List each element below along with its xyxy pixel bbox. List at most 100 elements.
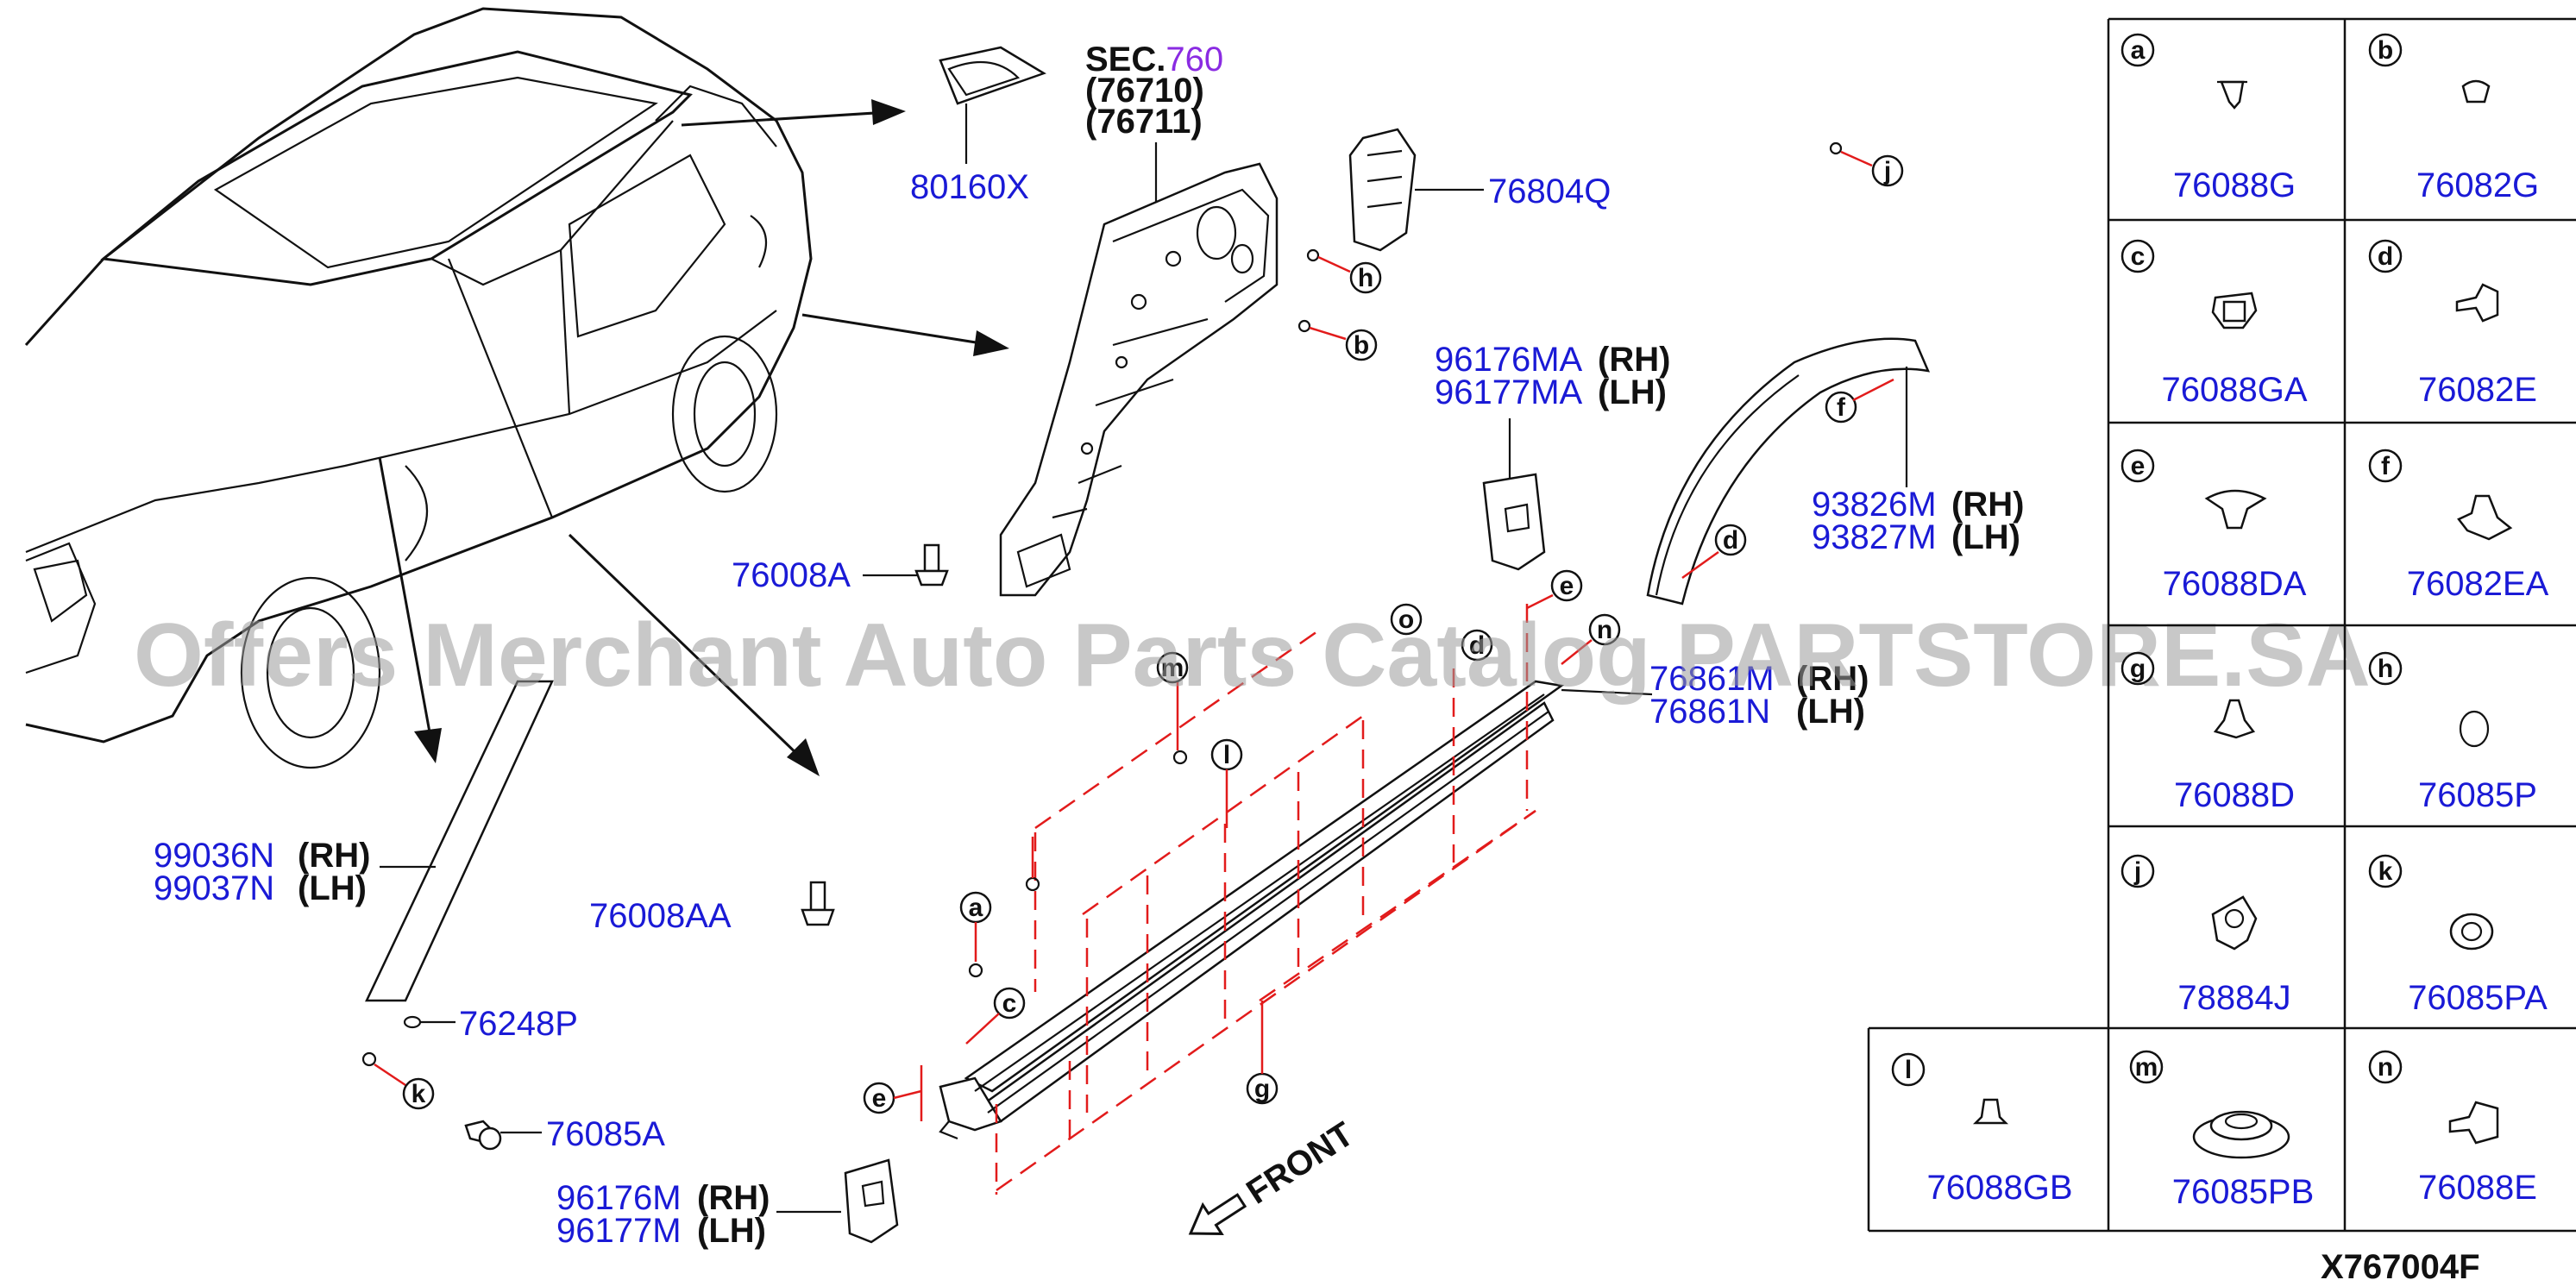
pillar-garnish-illustration <box>365 680 554 1002</box>
svg-text:76085PA: 76085PA <box>2408 979 2548 1017</box>
svg-text:76088E: 76088E <box>2418 1169 2537 1207</box>
callout-96176ma[interactable]: 96176MA <box>1435 341 1583 379</box>
clip-k-marker <box>361 1051 406 1087</box>
svg-text:m: m <box>1161 654 1184 682</box>
svg-text:h: h <box>2378 655 2393 683</box>
legend-cell-n[interactable]: n 76088E <box>2368 1050 2537 1207</box>
svg-text:e: e <box>2131 452 2146 480</box>
svg-text:f: f <box>1837 393 1846 422</box>
svg-text:o: o <box>1398 605 1414 634</box>
legend-cell-a[interactable]: a 76088G <box>2120 33 2296 204</box>
callout-99037n[interactable]: 99037N <box>154 869 274 907</box>
svg-text:j: j <box>2133 857 2141 886</box>
svg-text:e: e <box>872 1084 887 1113</box>
ref-b[interactable]: b <box>1345 329 1378 361</box>
legend-cell-b[interactable]: b 76082G <box>2368 33 2539 204</box>
ref-e-lower[interactable]: e <box>863 1082 895 1114</box>
ref-h[interactable]: h <box>1349 261 1382 294</box>
svg-text:e: e <box>1560 572 1574 600</box>
diagram-code: X767004F <box>2321 1248 2480 1280</box>
clip-l-icon <box>1972 1098 2009 1125</box>
callout-rh-96176m: (RH) <box>697 1179 770 1217</box>
ref-o[interactable]: o <box>1390 603 1423 636</box>
callout-93826m[interactable]: 93826M <box>1812 486 1937 524</box>
section-ref-76711: (76711) <box>1085 103 1203 141</box>
ref-j[interactable]: j <box>1871 154 1904 187</box>
section-ref[interactable]: SEC.760 <box>1085 41 1223 78</box>
legend-cell-k[interactable]: k 76085PA <box>2368 854 2548 1017</box>
legend-cell-m[interactable]: m 76085PB <box>2129 1050 2315 1211</box>
legend-cell-f[interactable]: f 76082EA <box>2368 449 2549 603</box>
clip-b-icon <box>2461 79 2491 104</box>
clip-j-icon <box>2211 895 2258 951</box>
clip-b-marker <box>1297 319 1347 341</box>
ref-l[interactable]: l <box>1210 738 1243 771</box>
clip-a-icon <box>2220 80 2245 110</box>
ref-k[interactable]: k <box>402 1077 435 1110</box>
sill-moulding-illustration <box>939 680 1653 1132</box>
svg-text:FRONT: FRONT <box>1240 1115 1360 1212</box>
legend-cell-j[interactable]: j 78884J <box>2120 854 2291 1017</box>
legend-cell-h[interactable]: h 76085P <box>2368 651 2537 814</box>
legend-cell-d[interactable]: d 76082E <box>2368 239 2537 409</box>
legend-cell-g[interactable]: g 76088D <box>2120 651 2295 814</box>
callout-76008a[interactable]: 76008A <box>732 556 851 594</box>
ref-d[interactable]: d <box>1714 524 1747 556</box>
callout-93827m[interactable]: 93827M <box>1812 518 1937 556</box>
callout-96177ma[interactable]: 96177MA <box>1435 373 1583 411</box>
svg-text:76088G: 76088G <box>2173 166 2296 204</box>
callout-76804q[interactable]: 76804Q <box>1488 173 1611 210</box>
callout-lh-99037n: (LH) <box>298 869 367 907</box>
callout-76861n[interactable]: 76861N <box>1649 693 1770 731</box>
ref-c[interactable]: c <box>993 987 1026 1020</box>
ref-g[interactable]: g <box>1246 1072 1279 1105</box>
clip-76248p-illustration <box>403 1015 456 1029</box>
ref-n[interactable]: n <box>1588 613 1621 646</box>
callout-76008aa[interactable]: 76008AA <box>589 897 732 935</box>
svg-text:76088GA: 76088GA <box>2161 371 2307 409</box>
callout-76085a[interactable]: 76085A <box>546 1115 665 1153</box>
callout-76248p[interactable]: 76248P <box>459 1005 578 1043</box>
clip-d-icon <box>2455 283 2499 323</box>
ref-e-upper[interactable]: e <box>1550 569 1583 602</box>
vehicle-illustration <box>24 7 813 769</box>
bolt-76008aa-illustration <box>801 881 835 926</box>
ref-d-sill[interactable]: d <box>1461 629 1493 662</box>
clip-n-icon <box>2448 1101 2499 1145</box>
bolt-76085a-illustration <box>464 1120 542 1151</box>
svg-text:m: m <box>2135 1053 2158 1082</box>
clip-f-icon <box>2457 494 2513 541</box>
legend-cell-e[interactable]: e 76088DA <box>2120 449 2307 603</box>
callout-80160x[interactable]: 80160X <box>910 168 1029 206</box>
callout-rh-96176ma: (RH) <box>1598 341 1670 379</box>
callout-96177m[interactable]: 96177M <box>556 1212 682 1250</box>
section-ref-76710: (76710) <box>1085 72 1204 110</box>
clip-j-marker <box>1829 141 1873 167</box>
callout-96176m[interactable]: 96176M <box>556 1179 682 1217</box>
svg-text:f: f <box>2381 452 2391 480</box>
bolt-76008a-illustration <box>863 543 949 587</box>
legend-cell-l[interactable]: l 76088GB <box>1891 1052 2073 1207</box>
ref-a[interactable]: a <box>959 891 992 924</box>
legend-cell-c[interactable]: c 76088GA <box>2120 239 2308 409</box>
svg-text:76085PB: 76085PB <box>2172 1173 2315 1211</box>
svg-text:d: d <box>1723 526 1738 555</box>
svg-text:k: k <box>412 1080 426 1108</box>
svg-text:l: l <box>1223 741 1230 769</box>
ref-f[interactable]: f <box>1825 391 1857 424</box>
callout-99036n[interactable]: 99036N <box>154 837 274 875</box>
part-76804q-illustration <box>1348 128 1484 252</box>
part-80160x-illustration <box>939 46 1046 164</box>
svg-text:78884J: 78884J <box>2177 979 2290 1017</box>
svg-text:c: c <box>1002 989 1017 1018</box>
svg-text:76088DA: 76088DA <box>2163 565 2307 603</box>
ref-m[interactable]: m <box>1156 651 1189 684</box>
svg-text:76082G: 76082G <box>2416 166 2539 204</box>
svg-text:d: d <box>1469 631 1485 660</box>
callout-76861m[interactable]: 76861M <box>1649 660 1775 698</box>
protector-upper-illustration <box>1482 418 1546 571</box>
callout-rh-99036n: (RH) <box>298 837 370 875</box>
callout-lh-76861n: (LH) <box>1796 693 1865 731</box>
clip-g-icon <box>2213 699 2256 739</box>
